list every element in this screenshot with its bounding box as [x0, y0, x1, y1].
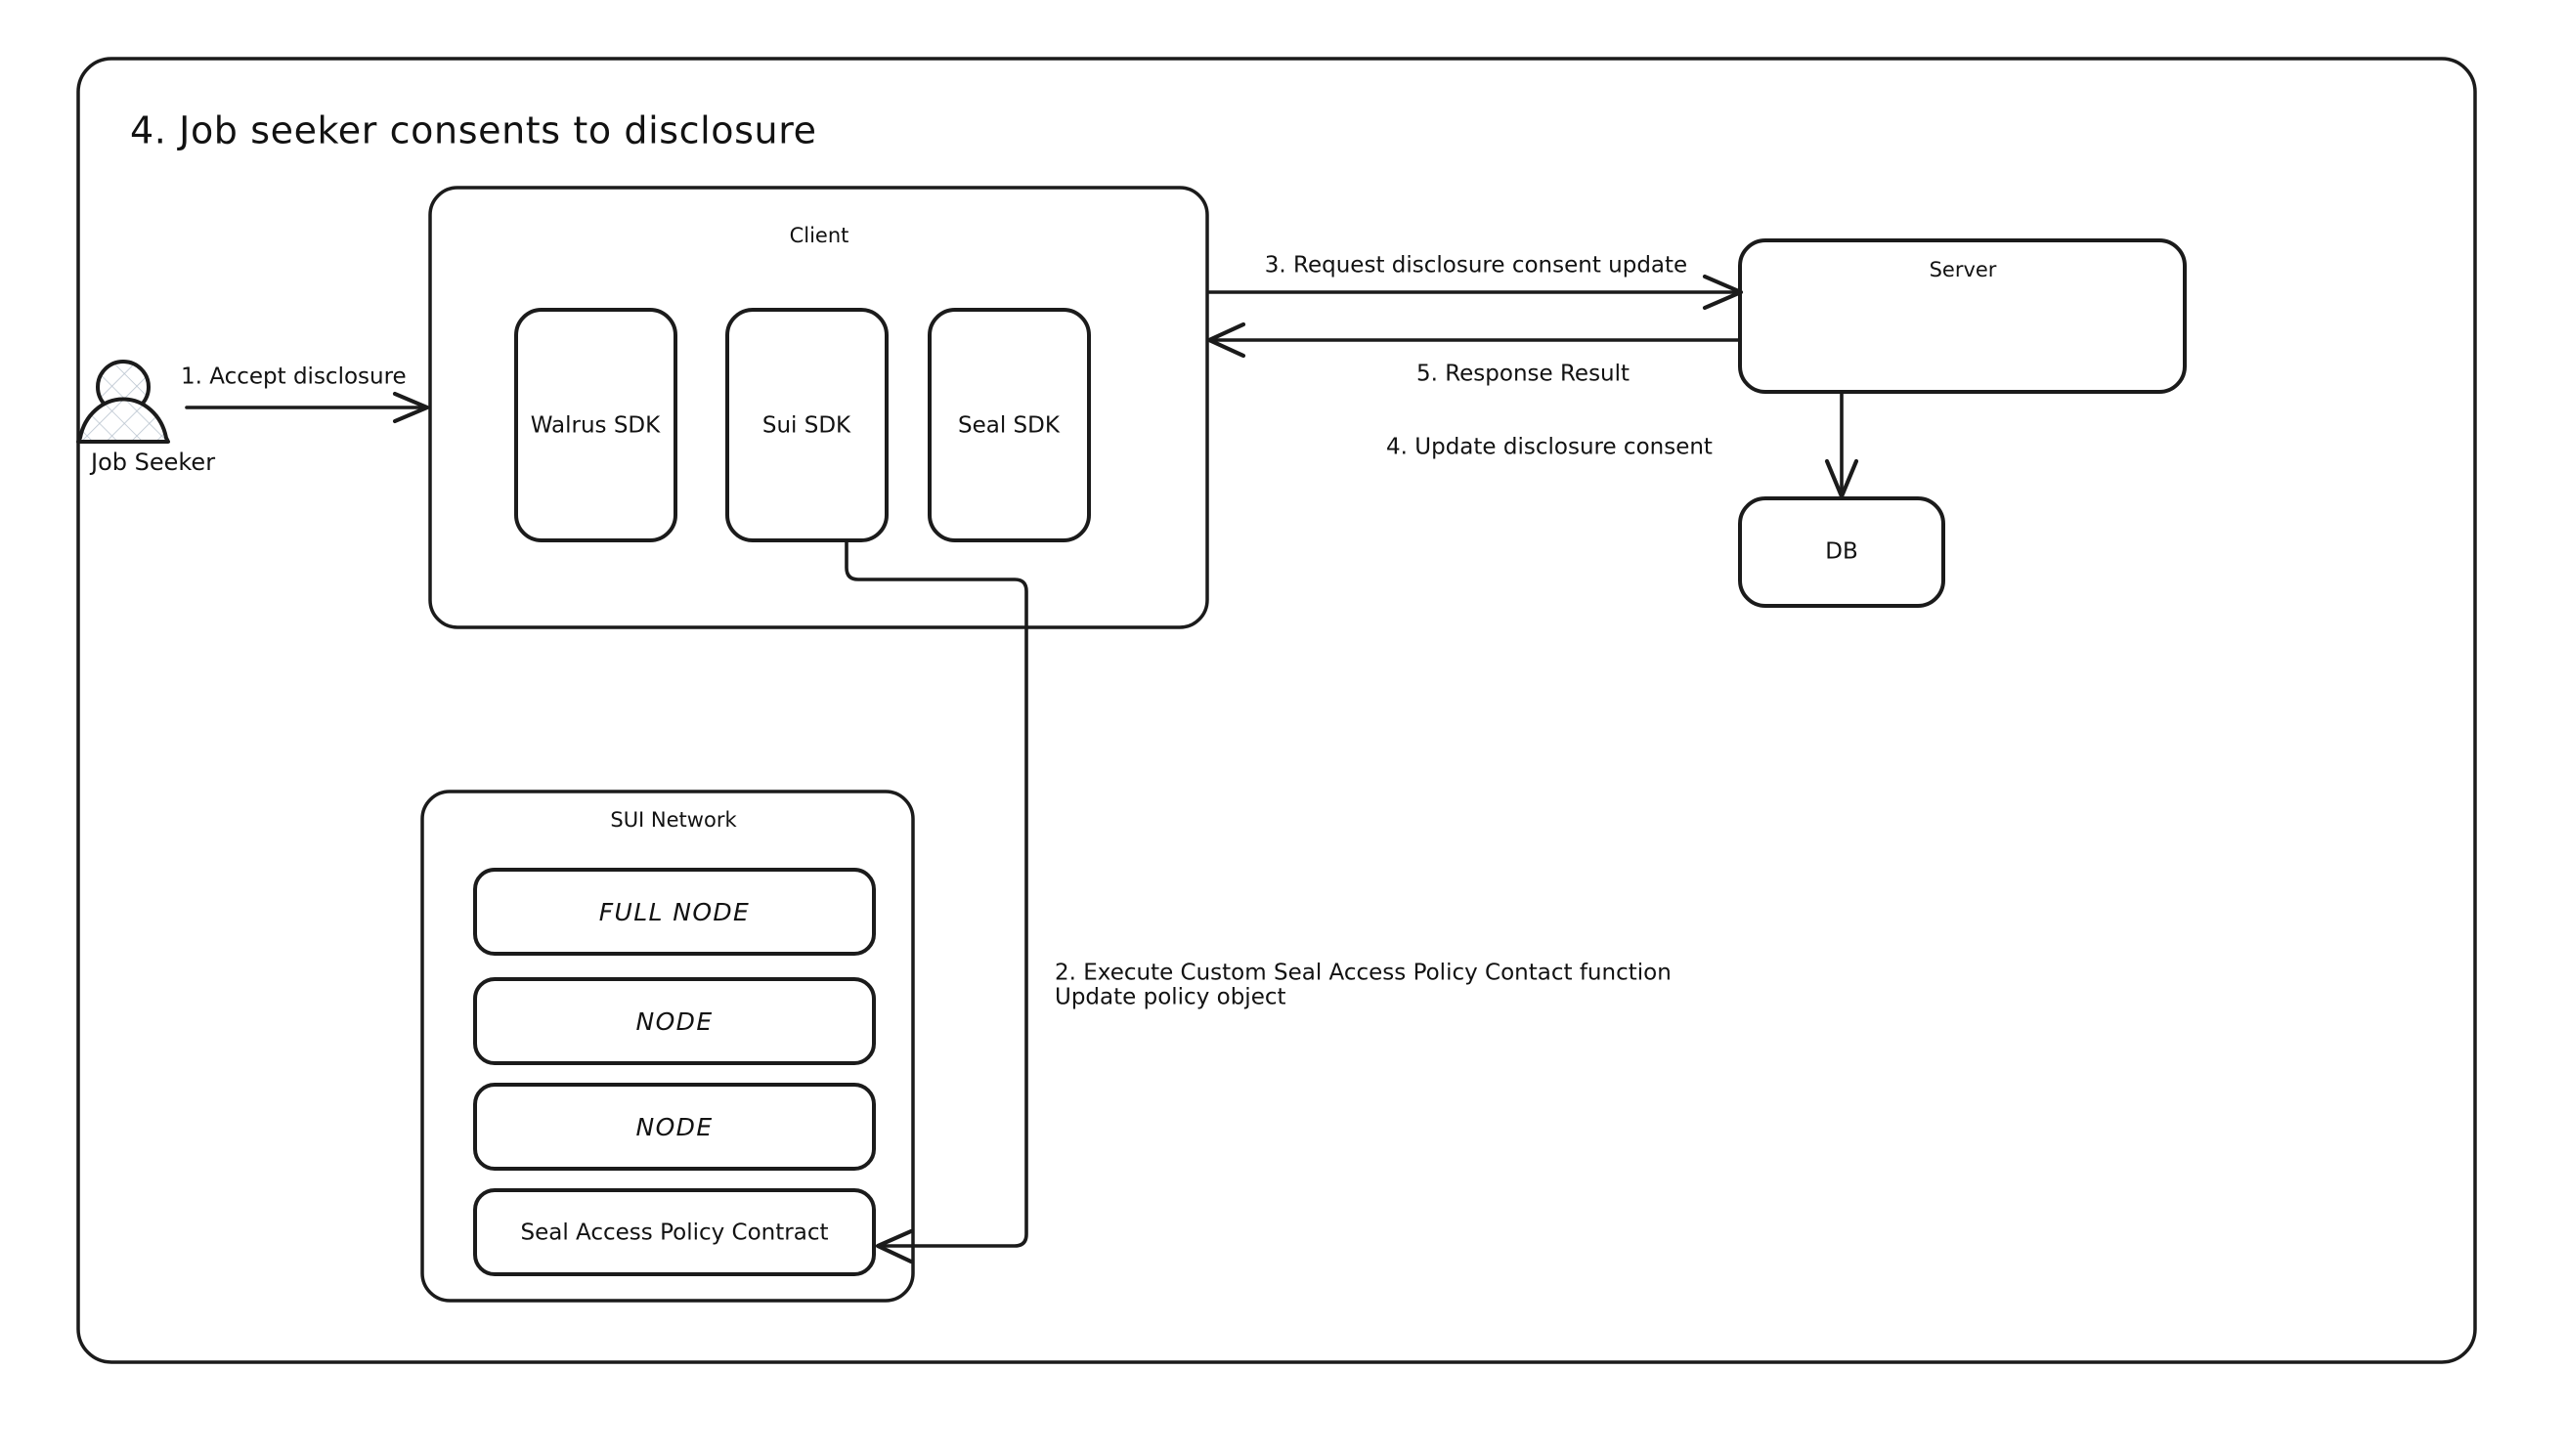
node-full-node[interactable]: FULL NODE [473, 868, 876, 956]
db-label: DB [1825, 539, 1858, 565]
node-2-box[interactable] [473, 1083, 876, 1171]
container-client[interactable]: Client Walrus SDK Sui SDK Seal SDK [428, 186, 1209, 629]
node-seal-sdk[interactable]: Seal SDK [928, 308, 1091, 542]
edge-5-arrowhead [1206, 321, 1246, 359]
edge-3-arrowhead [1702, 274, 1744, 311]
edge-update-disclosure-consent: 4. Update disclosure consent [1386, 391, 1859, 499]
sui-network-label: SUI Network [610, 808, 737, 832]
node-node-1[interactable]: NODE [473, 977, 876, 1065]
page-title: 4. Job seeker consents to disclosure [130, 109, 817, 152]
container-sui-network[interactable]: SUI Network FULL NODE NODE NODE Seal Acc… [420, 790, 915, 1303]
seal-access-policy-contract-label: Seal Access Policy Contract [520, 1220, 828, 1246]
sui-sdk-label: Sui SDK [762, 413, 851, 439]
server-label: Server [1930, 258, 1997, 281]
edge-4-arrowhead [1824, 458, 1859, 499]
edge-1-arrowhead [392, 391, 430, 424]
sui-sdk-box[interactable] [725, 308, 889, 542]
node-2-label: NODE [635, 1113, 713, 1141]
node-1-label: NODE [635, 1007, 713, 1036]
edge-2-line [845, 540, 1028, 1248]
diagram-outer-frame [76, 57, 2477, 1364]
edge-response-result: 5. Response Result [1206, 321, 1742, 387]
node-db[interactable]: DB [1738, 496, 1945, 608]
edge-accept-disclosure: 1. Accept disclosure [181, 364, 430, 424]
edge-4-label: 4. Update disclosure consent [1386, 435, 1713, 460]
full-node-label: FULL NODE [599, 898, 751, 926]
person-icon-body [76, 397, 170, 444]
edge-1-label: 1. Accept disclosure [181, 364, 407, 390]
node-sui-sdk[interactable]: Sui SDK [725, 308, 889, 542]
client-label: Client [790, 224, 849, 247]
node-seal-access-policy-contract[interactable]: Seal Access Policy Contract [473, 1188, 876, 1276]
edge-3-label: 3. Request disclosure consent update [1265, 253, 1687, 278]
server-box[interactable] [1738, 238, 2187, 394]
client-box[interactable] [428, 186, 1209, 629]
actor-job-seeker: Job Seeker [76, 360, 215, 476]
seal-access-policy-contract-box[interactable] [473, 1188, 876, 1276]
node-node-2[interactable]: NODE [473, 1083, 876, 1171]
edge-5-label: 5. Response Result [1416, 362, 1630, 387]
walrus-sdk-label: Walrus SDK [531, 413, 661, 439]
edge-execute-custom-seal-access-policy: 2. Execute Custom Seal Access Policy Con… [845, 540, 1672, 1264]
seal-sdk-box[interactable] [928, 308, 1091, 542]
edge-2-label-line-2: Update policy object [1055, 985, 1286, 1010]
sui-network-box[interactable] [420, 790, 915, 1303]
node-1-box[interactable] [473, 977, 876, 1065]
edge-request-disclosure-consent-update: 3. Request disclosure consent update [1207, 253, 1744, 311]
seal-sdk-label: Seal SDK [958, 413, 1061, 439]
full-node-box[interactable] [473, 868, 876, 956]
actor-label: Job Seeker [89, 449, 215, 476]
node-server[interactable]: Server [1738, 238, 2187, 394]
node-walrus-sdk[interactable]: Walrus SDK [514, 308, 677, 542]
walrus-sdk-box[interactable] [514, 308, 677, 542]
edge-2-label-line-1: 2. Execute Custom Seal Access Policy Con… [1055, 961, 1672, 986]
edge-2-arrowhead [875, 1228, 914, 1264]
